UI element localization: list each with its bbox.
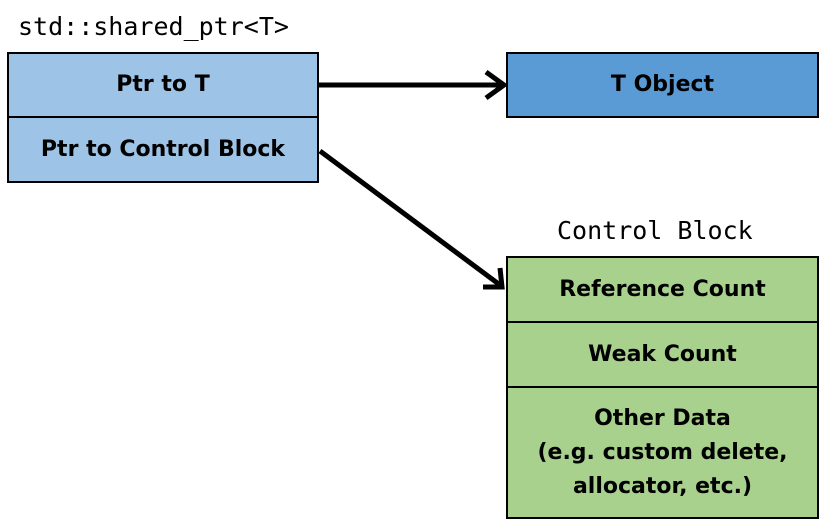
t-object-box: T Object [506,52,819,118]
weak-count-label: Weak Count [588,341,737,367]
arrow-to-control-block [318,148,505,290]
ptr-to-t-label: Ptr to T [116,72,210,97]
other-data-label: Other Data (e.g. custom delete, allocato… [537,405,788,499]
other-data-field: Other Data (e.g. custom delete, allocato… [506,386,819,519]
reference-count-field: Reference Count [506,256,819,323]
t-object-label: T Object [610,72,715,97]
ptr-to-t-field: Ptr to T [7,52,319,118]
control-block-title: Control Block [557,216,753,245]
arrow-to-t-object [319,69,509,101]
ptr-to-control-block-label: Ptr to Control Block [40,136,286,162]
reference-count-label: Reference Count [559,276,766,302]
ptr-to-control-block-field: Ptr to Control Block [7,116,319,183]
shared-ptr-title: std::shared_ptr<T> [18,12,289,41]
